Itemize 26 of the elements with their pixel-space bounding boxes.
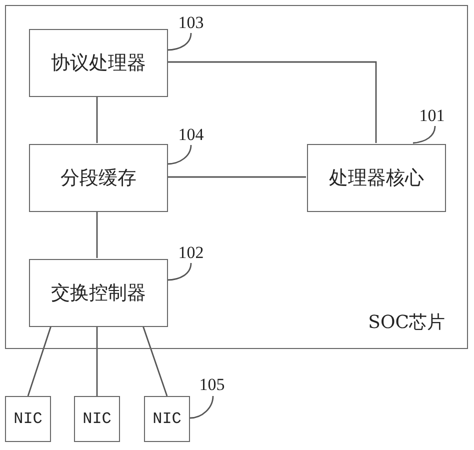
connector-line: [27, 326, 52, 396]
nic-box: NIC: [74, 396, 120, 442]
chip-box: [5, 5, 468, 349]
leader-line: [166, 144, 192, 165]
connector-line: [96, 96, 98, 143]
callout-number: 102: [175, 243, 207, 263]
module-box: 处理器核心: [307, 144, 446, 212]
connector-line: [96, 326, 98, 396]
callout-number: 104: [175, 125, 207, 145]
callout-number: 103: [175, 13, 207, 33]
callout-number: 105: [196, 375, 228, 395]
nic-box: NIC: [144, 396, 190, 442]
leader-line: [190, 396, 214, 419]
leader-line: [166, 262, 192, 281]
chip-label: SOC芯片: [368, 311, 445, 334]
module-box: 协议处理器: [29, 29, 168, 97]
nic-box: NIC: [5, 396, 51, 442]
connector-line: [142, 326, 168, 396]
callout-number: 101: [416, 106, 448, 126]
leader-line: [412, 126, 436, 144]
connector-line: [167, 61, 377, 143]
module-box: 交换控制器: [29, 259, 168, 327]
module-box: 分段缓存: [29, 144, 168, 212]
connector-line: [167, 176, 306, 178]
leader-line: [166, 32, 192, 51]
connector-line: [96, 211, 98, 258]
